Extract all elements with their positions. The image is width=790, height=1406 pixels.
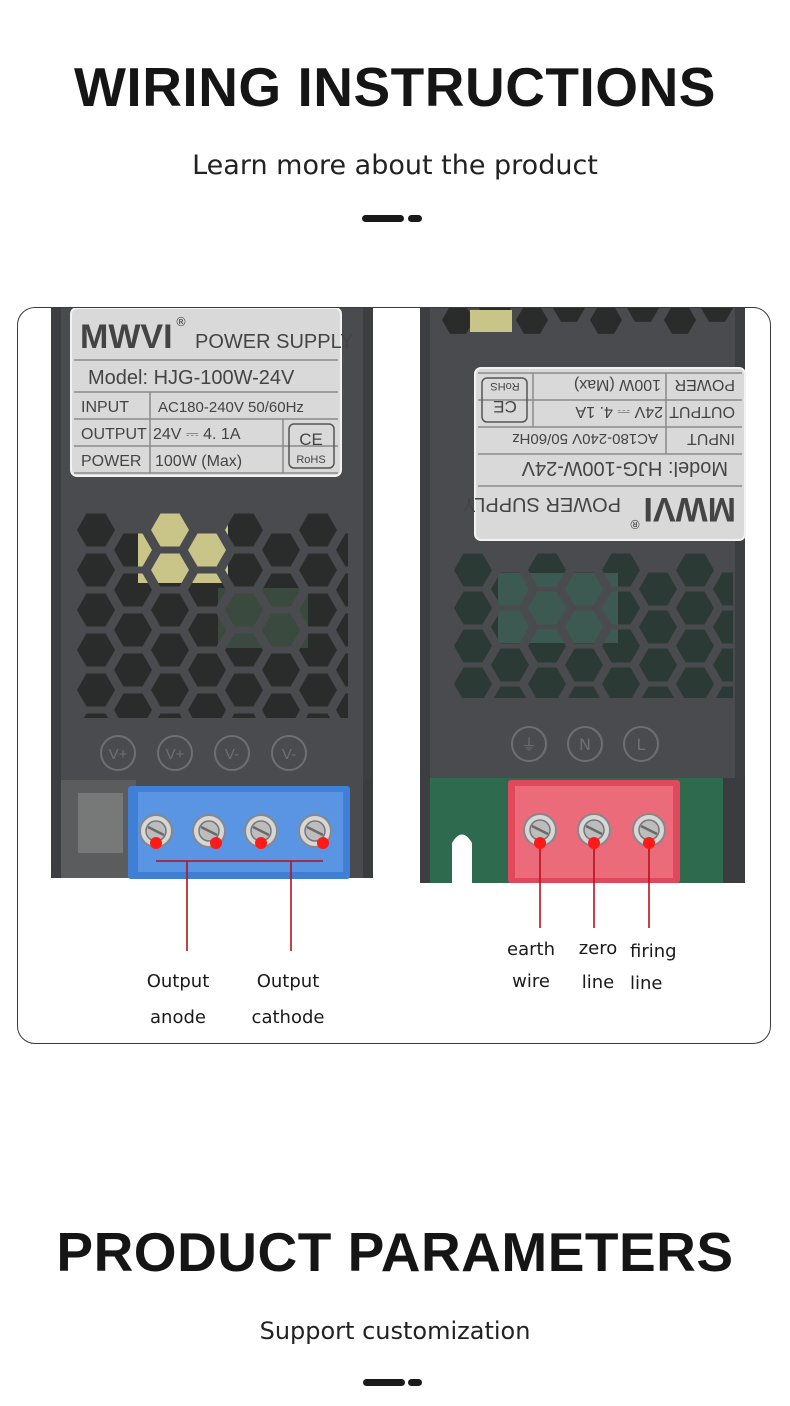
left-ce-mark: CE — [299, 430, 323, 449]
left-terminal-marks: V+ V+ V- V- — [100, 735, 307, 771]
right-input-key: INPUT — [687, 430, 735, 447]
left-output-value: 24V ⎓ 4. 1A — [153, 426, 241, 443]
right-product-name: POWER SUPPLY — [462, 493, 621, 515]
zero-callout: zero line — [570, 932, 626, 1000]
left-terminal-mark: V+ — [109, 746, 128, 763]
right-vent-grille — [443, 548, 733, 698]
connection-dot — [643, 837, 655, 849]
left-nameplate: MWVI ® POWER SUPPLY Model: HJG-100W-24V … — [70, 308, 354, 477]
left-vent-grille — [73, 508, 348, 718]
wiring-illustration: MWVI ® POWER SUPPLY Model: HJG-100W-24V … — [51, 308, 746, 951]
cathode-callout-line2: cathode — [251, 1007, 325, 1028]
divider-long — [362, 215, 404, 222]
connection-dot — [534, 837, 546, 849]
right-rohs-mark: RoHS — [490, 380, 519, 392]
left-terminal-mark: V- — [225, 746, 239, 763]
right-input-value: AC180-240V 50/60Hz — [512, 430, 658, 447]
right-terminal-mark: L — [637, 735, 646, 754]
left-terminal-block — [128, 786, 350, 879]
anode-callout: Output anode — [133, 964, 223, 1036]
earth-callout-line2: wire — [512, 971, 550, 992]
right-power-supply: MWVI ® POWER SUPPLY Model: HJG-100W-24V … — [420, 308, 746, 883]
firing-callout-line2: line — [630, 973, 663, 994]
firing-callout: firing line — [630, 936, 686, 1000]
cathode-callout-line1: Output — [256, 971, 320, 992]
wiring-title: WIRING INSTRUCTIONS — [74, 56, 716, 118]
right-registered-mark: ® — [629, 517, 641, 531]
earth-callout: earth wire — [498, 934, 564, 998]
left-model: Model: HJG-100W-24V — [88, 367, 295, 389]
right-brand: MWVI — [643, 490, 736, 528]
connection-dot — [210, 837, 222, 849]
firing-callout-line1: firing — [630, 941, 677, 962]
left-brand: MWVI — [80, 318, 173, 356]
divider-short-2 — [408, 1379, 422, 1386]
connection-dot — [317, 837, 329, 849]
right-terminal-marks: ⏚ N L — [511, 726, 659, 762]
right-model: Model: HJG-100W-24V — [521, 457, 728, 479]
left-output-key: OUTPUT — [81, 426, 147, 443]
zero-callout-line2: line — [581, 972, 615, 993]
left-terminal-mark: V+ — [166, 746, 185, 763]
right-power-key: POWER — [675, 376, 735, 393]
left-input-value: AC180-240V 50/60Hz — [158, 399, 304, 416]
divider-long-2 — [363, 1379, 405, 1386]
right-nameplate: MWVI ® POWER SUPPLY Model: HJG-100W-24V … — [462, 367, 746, 541]
earth-callout-line1: earth — [507, 939, 555, 960]
connection-dot — [255, 837, 267, 849]
left-registered-mark: ® — [175, 315, 187, 329]
left-power-value: 100W (Max) — [155, 453, 242, 470]
right-output-key: OUTPUT — [669, 403, 735, 420]
pointer-lines — [156, 843, 650, 951]
right-ce-mark: CE — [493, 397, 517, 416]
left-power-supply: MWVI ® POWER SUPPLY Model: HJG-100W-24V … — [51, 308, 373, 879]
connection-dot — [588, 837, 600, 849]
parameters-subtitle: Support customization — [259, 1317, 531, 1345]
right-terminal-mark: ⏚ — [521, 735, 537, 754]
parameters-title: PRODUCT PARAMETERS — [56, 1221, 734, 1283]
divider-short — [408, 215, 422, 222]
left-power-key: POWER — [81, 453, 141, 470]
right-terminal-mark: N — [579, 735, 591, 754]
zero-callout-line1: zero — [578, 938, 618, 959]
anode-callout-line2: anode — [150, 1007, 206, 1028]
left-rohs-mark: RoHS — [296, 454, 325, 466]
left-input-key: INPUT — [81, 399, 129, 416]
right-output-value: 24V ⎓ 4. 1A — [575, 403, 663, 420]
wiring-subtitle: Learn more about the product — [192, 150, 598, 181]
cathode-callout: Output cathode — [243, 964, 333, 1036]
left-terminal-mark: V- — [282, 746, 296, 763]
right-power-value: 100W (Max) — [574, 376, 661, 393]
connection-dot — [150, 837, 162, 849]
left-product-name: POWER SUPPLY — [195, 331, 354, 353]
wiring-diagram-panel: MWVI ® POWER SUPPLY Model: HJG-100W-24V … — [17, 307, 771, 1044]
anode-callout-line1: Output — [146, 971, 210, 992]
